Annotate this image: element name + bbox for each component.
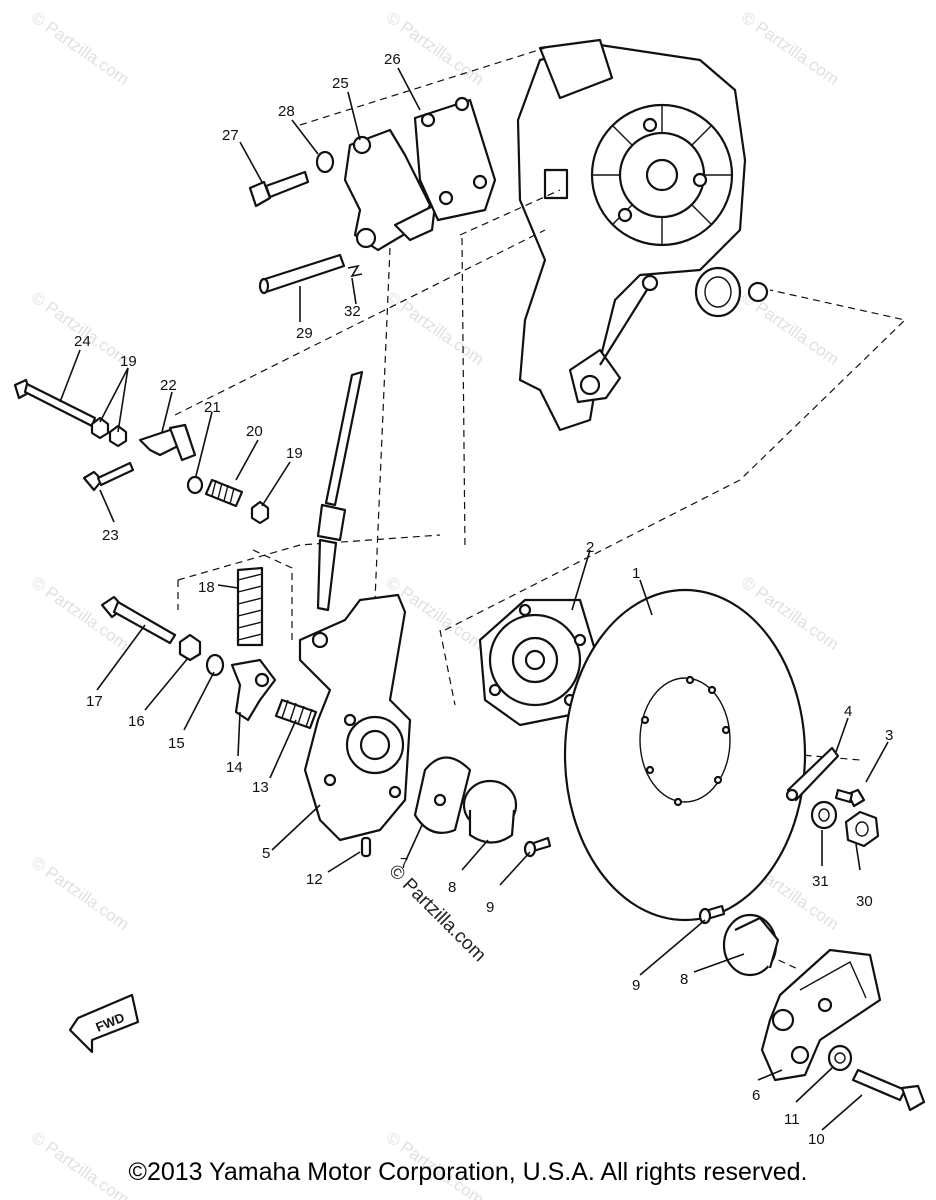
callout-9: 9 [486,899,494,916]
callout-19: 19 [120,353,137,370]
bracket-22 [138,423,197,462]
washer-21 [186,475,204,495]
washer-11 [827,1044,853,1072]
callout-15: 15 [168,735,185,752]
pin-12 [360,836,372,858]
bolt-27 [248,170,310,208]
spring-20 [204,478,244,508]
center-watermark: © Partzilla.com [384,861,489,966]
bracket-25 [343,128,437,252]
nut-16 [178,633,202,662]
callout-29: 29 [296,325,313,342]
nut-30 [844,810,880,848]
callout-32: 32 [344,303,361,320]
plate-26 [413,96,497,222]
clip-32 [347,264,363,278]
screw-9 [523,836,552,858]
brake-puck-8-lower [722,913,780,977]
caliper-5 [298,593,412,842]
callout-28: 28 [278,103,295,120]
callouts: 1 2 3 4 5 6 7 8 8 9 9 10 11 12 13 14 15 … [74,51,893,1148]
callout-20: 20 [246,423,263,440]
lever-14 [230,658,277,722]
callout-7: 7 [400,855,408,872]
callout-13: 13 [252,779,269,796]
screw-3 [834,788,866,808]
screw-9-lower [698,904,726,925]
hub-2 [478,598,600,727]
callout-3: 3 [885,727,893,744]
copyright-notice: ©2013 Yamaha Motor Corporation, U.S.A. A… [128,1158,808,1186]
callout-22: 22 [160,377,177,394]
callout-18: 18 [198,579,215,596]
bolt-10 [851,1068,926,1112]
engine-case [516,38,769,432]
callout-30: 30 [856,893,873,910]
callout-27: 27 [222,127,239,144]
washer-31 [810,800,838,830]
callout-11: 11 [784,1111,800,1128]
nut-19 [250,500,270,525]
callout-8: 8 [680,971,688,988]
watermark: © Partzilla.com [28,8,133,89]
fwd-arrow: FWD [68,993,140,1054]
callout-19: 19 [286,445,303,462]
watermark: © Partzilla.com [28,853,133,934]
callout-24: 24 [74,333,91,350]
callout-4: 4 [844,703,852,720]
watermark: © Partzilla.com [738,8,843,89]
washer-15 [205,653,225,677]
callout-1: 1 [632,565,640,582]
callout-9: 9 [632,977,640,994]
callout-10: 10 [808,1131,825,1148]
callout-16: 16 [128,713,145,730]
callout-12: 12 [306,871,323,888]
callout-21: 21 [204,399,221,416]
washer-28 [315,150,335,174]
brake-puck-8 [462,779,518,844]
brake-pad-7 [413,756,472,834]
spring-13 [274,698,318,730]
callout-25: 25 [332,75,349,92]
callout-2: 2 [586,539,594,556]
watermark: © Partzilla.com [383,288,488,369]
brake-disc-1 [563,588,807,922]
callout-8: 8 [448,879,456,896]
bolt-24 [13,378,97,428]
watermark: © Partzilla.com [28,288,133,369]
bolt-17 [100,595,177,645]
callout-14: 14 [226,759,243,776]
cable [316,370,364,612]
spring-18 [236,566,264,647]
nut-19 [90,416,110,440]
bolt-23 [82,461,135,492]
callout-6: 6 [752,1087,760,1104]
nut-19 [108,424,128,448]
leader-lines [59,67,889,1131]
callout-23: 23 [102,527,119,544]
callout-17: 17 [86,693,103,710]
pin-29 [258,253,346,295]
callout-31: 31 [812,873,829,890]
caliper-6 [760,948,882,1082]
callout-5: 5 [262,845,270,862]
lock-plate-4 [785,746,840,802]
callout-26: 26 [384,51,401,68]
watermark: © Partzilla.com [383,8,488,89]
